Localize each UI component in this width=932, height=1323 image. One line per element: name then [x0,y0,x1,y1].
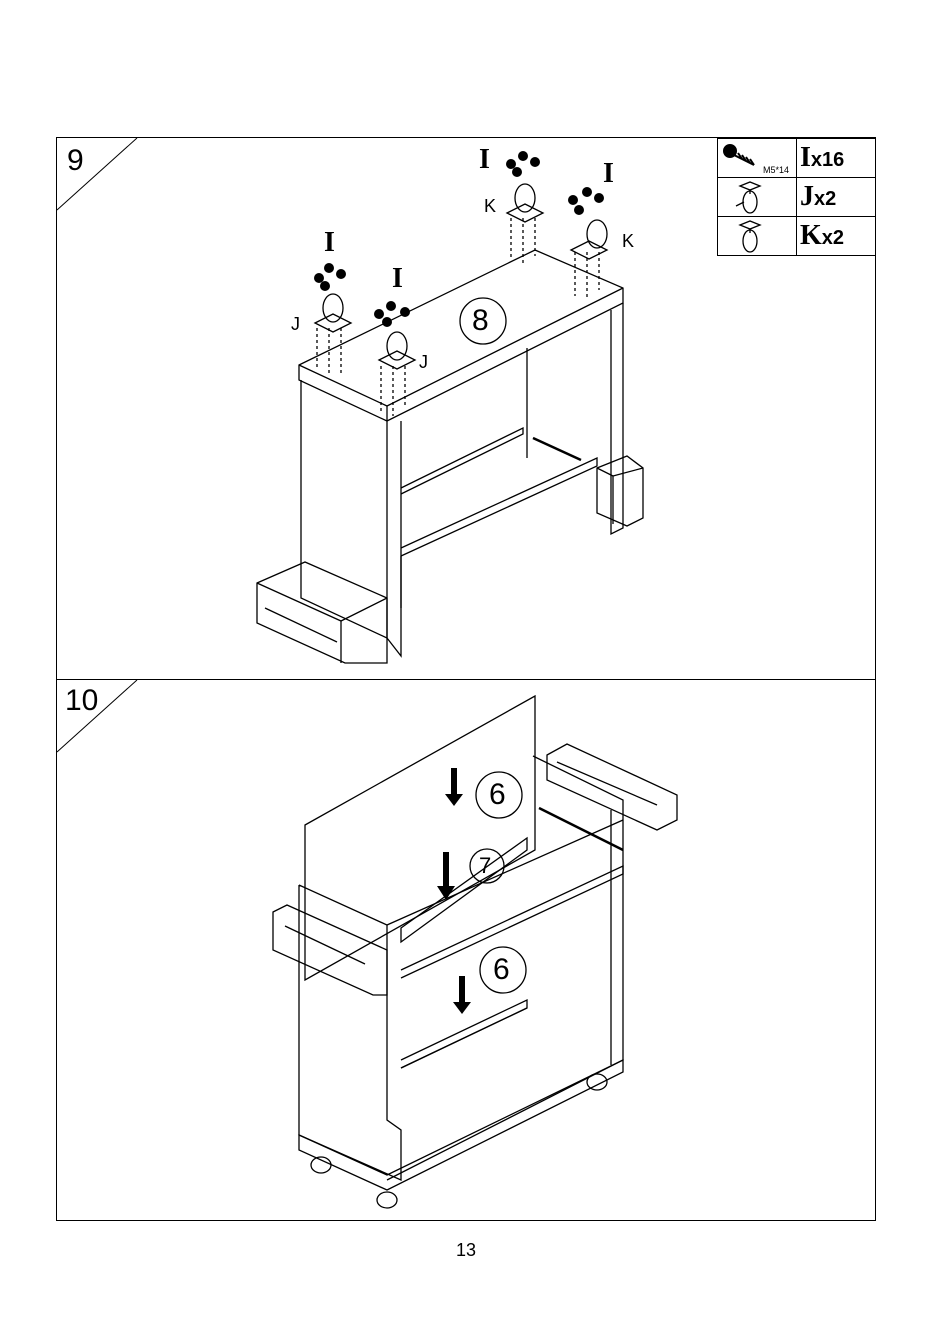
step-10-diagram [57,680,877,1221]
step-number: 9 [67,146,84,176]
caster-icon [718,217,797,256]
screw-label: I [392,263,403,295]
panel-label-6-front: 6 [493,953,510,987]
parts-list: M5*14 Ix16 Jx2 [717,138,876,256]
caster-label-j: J [419,352,428,373]
page-number: 13 [0,1240,932,1261]
screw-label: I [603,158,614,190]
caster-label-k: K [484,196,496,217]
step-number: 10 [65,686,98,716]
panel-label-6-back: 6 [489,778,506,812]
parts-row-screw: M5*14 Ix16 [718,139,875,178]
parts-row-caster-j: Jx2 [718,178,875,217]
screw-label: I [479,144,490,176]
caster-label-j: J [291,314,300,335]
parts-row-caster-k: Kx2 [718,217,875,256]
part-count-j: Jx2 [800,181,836,213]
panel-label-8: 8 [472,304,489,338]
part-count-i: Ix16 [800,142,844,174]
panel-label-7: 7 [479,853,491,879]
part-count-k: Kx2 [800,220,844,252]
screw-spec: M5*14 [763,165,789,175]
brake-caster-icon [718,178,797,216]
screw-icon: M5*14 [718,139,797,177]
caster-label-k: K [622,231,634,252]
screw-label: I [324,227,335,259]
step-10-panel: 10 6 7 6 [56,680,876,1221]
